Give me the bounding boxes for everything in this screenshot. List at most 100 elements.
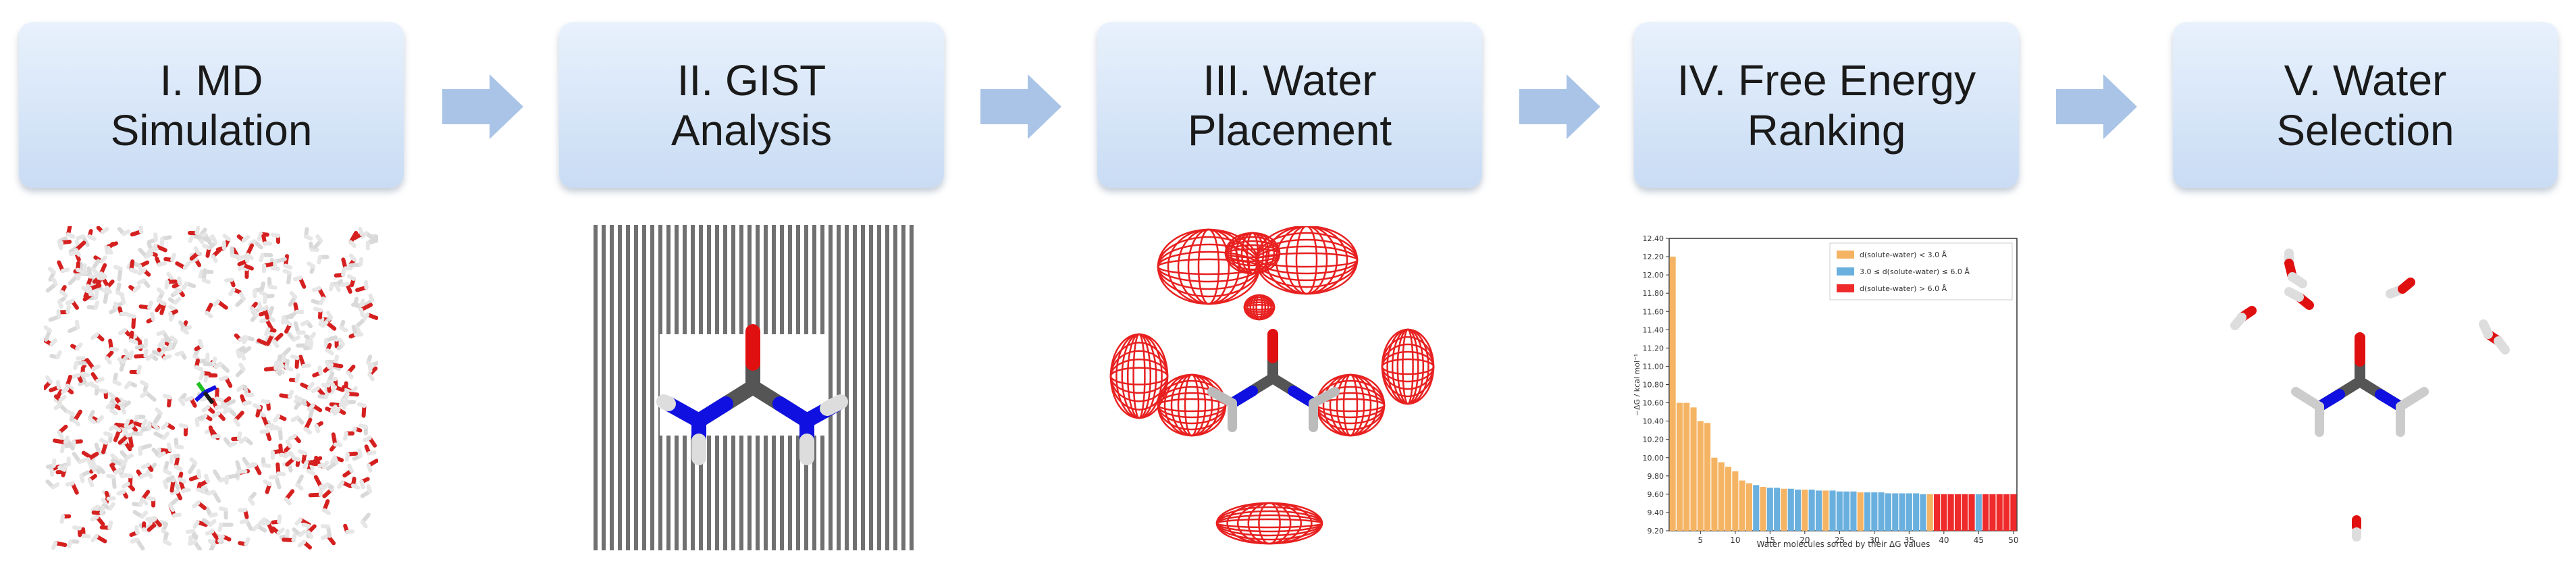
density-mesh-blob: [1315, 373, 1386, 437]
y-tick-label: 11.80: [1643, 289, 1664, 298]
stage-box-md-simulation: I. MD Simulation: [19, 22, 404, 188]
chart-bar: [1815, 490, 1822, 531]
chart-bar: [1913, 493, 1920, 531]
free-energy-ranking-chart: 9.209.409.609.8010.0010.2010.4010.6010.8…: [1633, 234, 2018, 549]
stage-title-line1: I. MD: [159, 55, 263, 105]
chart-bar: [1864, 492, 1871, 531]
chart-bar: [1760, 487, 1766, 531]
chart-bar: [1947, 494, 1954, 531]
y-tick-label: 10.40: [1643, 417, 1664, 426]
stage-title-line2: Placement: [1187, 105, 1392, 155]
chart-bar: [1878, 492, 1885, 531]
stage-box-gist-analysis: II. GIST Analysis: [559, 22, 944, 188]
chart-bar: [1892, 493, 1899, 531]
y-tick-label: 11.00: [1643, 362, 1664, 371]
chart-bar: [1711, 457, 1718, 531]
y-tick-label: 11.20: [1643, 344, 1664, 352]
flow-arrow-icon: [2056, 74, 2137, 139]
y-tick-label: 11.40: [1643, 325, 1664, 334]
chart-bar: [1996, 494, 2003, 531]
stage-title-line2: Ranking: [1747, 105, 1906, 155]
x-tick-label: 40: [1939, 535, 1949, 545]
chart-bar: [1975, 494, 1982, 531]
x-tick-label: 10: [1730, 535, 1740, 545]
chart-bar: [1968, 494, 1975, 531]
stage-title-line1: II. GIST: [677, 55, 826, 105]
stage-box-water-placement: III. Water Placement: [1097, 22, 1482, 188]
y-axis-label: −ΔG / kcal mol⁻¹: [1633, 354, 1641, 416]
flow-arrow-icon: [1519, 74, 1600, 139]
stage-title-line2: Selection: [2276, 105, 2454, 155]
y-tick-label: 9.40: [1648, 508, 1664, 517]
water-selection-image: [2230, 248, 2510, 542]
chart-bar: [1802, 490, 1808, 531]
density-mesh-blob: [1255, 226, 1359, 295]
stage-box-water-selection: V. Water Selection: [2173, 22, 2558, 188]
stage-box-free-energy-ranking: IV. Free Energy Ranking: [1634, 22, 2019, 188]
chart-bar: [1829, 490, 1836, 531]
solute-molecule-icon: [194, 382, 217, 404]
legend-label: d(solute-water) > 6.0 Å: [1860, 284, 1947, 293]
y-tick-label: 10.00: [1643, 454, 1664, 463]
chart-bar: [1899, 493, 1905, 531]
chart-bar: [1920, 494, 1926, 531]
legend-swatch: [1837, 251, 1854, 259]
x-tick-label: 45: [1974, 535, 1984, 545]
chart-bar: [1795, 490, 1802, 531]
chart-bar: [1766, 488, 1773, 531]
chart-bar: [1669, 257, 1676, 531]
density-mesh-blob: [1224, 232, 1281, 275]
stage-title-line1: V. Water: [2284, 55, 2447, 105]
x-tick-label: 5: [1698, 535, 1704, 545]
legend-label: 3.0 ≤ d(solute-water) ≤ 6.0 Å: [1860, 267, 1970, 276]
chart-bar: [1753, 485, 1760, 531]
water-placement-density-image: [1109, 226, 1435, 545]
gist-grid-image: [594, 225, 914, 550]
y-tick-label: 10.80: [1643, 381, 1664, 390]
density-mesh-blob: [1215, 502, 1323, 545]
water-molecule-icon: [2230, 248, 2510, 542]
density-mesh-blob: [1157, 373, 1227, 437]
chart-legend: d(solute-water) < 3.0 Å 3.0 ≤ d(solute-w…: [1829, 242, 2013, 300]
chart-bar: [1683, 402, 1690, 531]
chart-bar: [1787, 488, 1794, 531]
y-tick-label: 12.40: [1643, 234, 1664, 243]
chart-bar: [1690, 407, 1697, 531]
x-tick-label: 35: [1904, 535, 1914, 545]
chart-bar: [1697, 421, 1704, 531]
chart-bar: [1926, 494, 1933, 531]
chart-bar: [1989, 494, 1996, 531]
legend-label: d(solute-water) < 3.0 Å: [1860, 251, 1947, 259]
urea-molecule-icon: [656, 324, 848, 465]
stage-title-line1: III. Water: [1203, 55, 1377, 105]
stage-title-line2: Simulation: [110, 105, 313, 155]
stage-title-line2: Analysis: [671, 105, 833, 155]
density-mesh-blob: [1243, 294, 1276, 321]
y-tick-label: 9.80: [1648, 472, 1664, 481]
chart-bar: [1836, 491, 1843, 531]
urea-molecule-icon: [1207, 329, 1340, 432]
chart-bar: [1732, 471, 1739, 531]
flow-arrow-icon: [980, 74, 1061, 139]
chart-bar: [1808, 490, 1815, 531]
chart-bar: [1704, 423, 1711, 531]
chart-bar: [1982, 494, 1989, 531]
legend-swatch: [1837, 284, 1854, 292]
chart-bar: [1954, 494, 1961, 531]
x-tick-label: 30: [1869, 535, 1879, 545]
chart-bar: [1857, 492, 1864, 531]
y-tick-label: 12.00: [1643, 271, 1664, 280]
flow-arrow-icon: [442, 74, 523, 139]
chart-bar: [2010, 494, 2017, 531]
y-tick-label: 9.60: [1648, 490, 1664, 499]
chart-bar: [1850, 491, 1857, 531]
x-tick-label: 25: [1835, 535, 1845, 545]
md-simulation-water-box-image: [44, 226, 378, 550]
chart-bar: [1676, 402, 1683, 531]
urea-molecule-icon: [2291, 332, 2429, 437]
chart-bar: [1718, 462, 1725, 531]
density-mesh-blob: [1109, 333, 1169, 419]
density-mesh-blob: [1381, 328, 1435, 405]
x-axis-label: Water molecules sorted by their ΔG value…: [1757, 540, 1930, 549]
chart-bar: [1774, 488, 1781, 531]
